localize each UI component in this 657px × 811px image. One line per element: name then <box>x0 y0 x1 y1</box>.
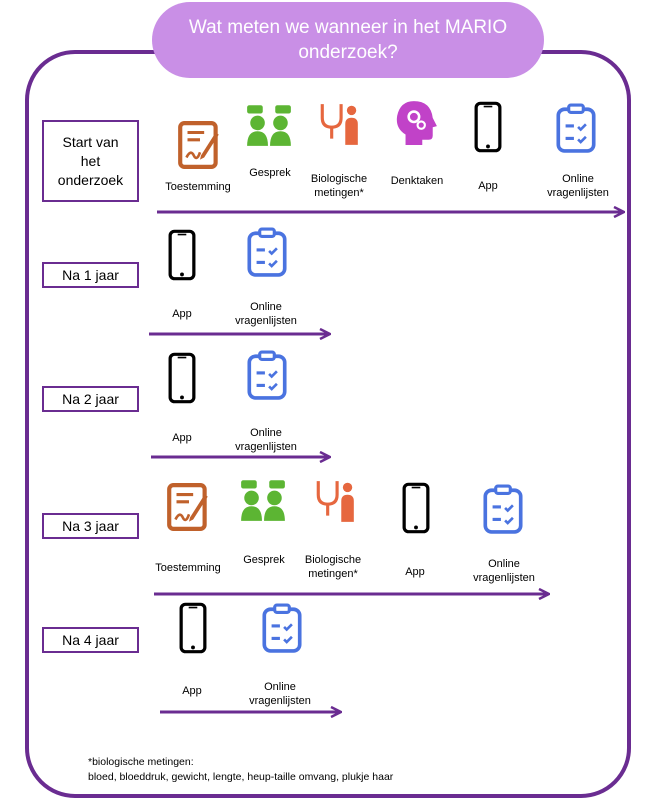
label-gesprek: Gesprek <box>243 554 285 566</box>
arrow-year-2 <box>151 449 337 465</box>
clipboard-icon <box>555 103 597 153</box>
label-app: App <box>405 566 425 578</box>
stethoscope-icon <box>312 478 358 524</box>
label-online: Online vragenlijsten <box>235 301 297 327</box>
label-toestemming: Toestemming <box>155 562 221 574</box>
stage-year-3: Na 3 jaar <box>42 513 139 539</box>
phone-icon <box>168 352 196 404</box>
stage-year-4-label: Na 4 jaar <box>62 631 119 648</box>
footnote-heading: *biologische metingen: <box>88 756 194 768</box>
stethoscope-icon <box>316 101 362 147</box>
stage-year-3-label: Na 3 jaar <box>62 517 119 534</box>
label-toestemming: Toestemming <box>165 181 231 193</box>
conversation-icon <box>238 478 288 522</box>
stage-year-2: Na 2 jaar <box>42 386 139 412</box>
footnote: *biologische metingen: bloed, bloeddruk,… <box>88 755 393 785</box>
stage-year-1-label: Na 1 jaar <box>62 266 119 283</box>
footnote-items: bloed, bloeddruk, gewicht, lengte, heup-… <box>88 771 394 783</box>
phone-icon <box>179 602 207 654</box>
label-app: App <box>172 308 192 320</box>
phone-icon <box>402 482 430 534</box>
stage-start-label: Start van het onderzoek <box>57 133 124 188</box>
label-online: Online vragenlijsten <box>249 681 311 707</box>
clipboard-icon <box>246 227 288 277</box>
arrow-year-4 <box>160 704 348 720</box>
phone-icon <box>168 229 196 281</box>
stage-year-1: Na 1 jaar <box>42 262 139 288</box>
label-app: App <box>182 685 202 697</box>
arrow-year-1 <box>149 326 337 342</box>
label-online: Online vragenlijsten <box>235 427 297 453</box>
clipboard-icon <box>261 603 303 653</box>
label-gesprek: Gesprek <box>249 167 291 179</box>
label-denktaken: Denktaken <box>390 175 444 187</box>
diagram-title: Wat meten we wanneer in het MARIO onderz… <box>152 2 544 78</box>
clipboard-icon <box>246 350 288 400</box>
label-online: Online vragenlijsten <box>547 173 609 199</box>
label-biologische: Biologische metingen* <box>310 173 368 199</box>
consent-icon <box>176 120 224 170</box>
label-app: App <box>478 180 498 192</box>
label-online: Online vragenlijsten <box>473 558 535 584</box>
consent-icon <box>165 482 213 532</box>
title-text: Wat meten we wanneer in het MARIO onderz… <box>188 17 508 63</box>
clipboard-icon <box>482 484 524 534</box>
brain-icon <box>393 99 439 145</box>
phone-icon <box>474 101 502 153</box>
stage-start: Start van het onderzoek <box>42 120 139 202</box>
stage-year-4: Na 4 jaar <box>42 627 139 653</box>
label-app: App <box>172 432 192 444</box>
arrow-start <box>157 204 630 220</box>
conversation-icon <box>244 103 294 147</box>
stage-year-2-label: Na 2 jaar <box>62 390 119 407</box>
arrow-year-3 <box>154 586 556 602</box>
label-biologische: Biologische metingen* <box>304 554 362 580</box>
